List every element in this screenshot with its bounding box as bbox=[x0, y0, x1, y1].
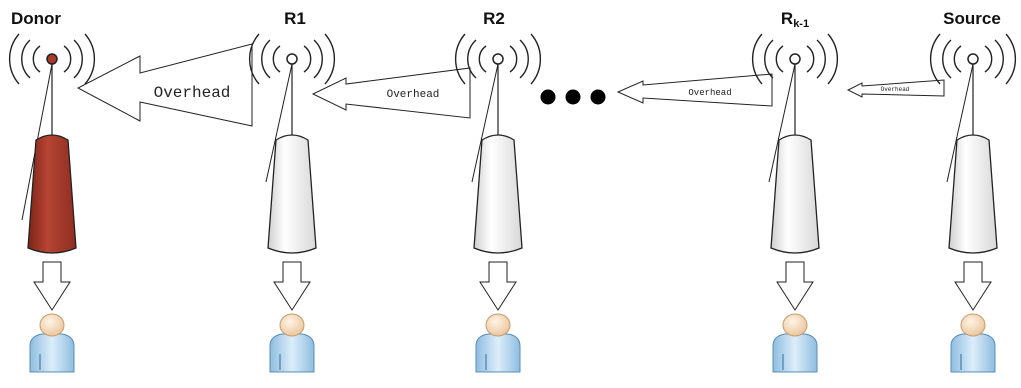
node-donor bbox=[8, 33, 96, 373]
overhead-arrow-3: Overhead bbox=[616, 73, 773, 107]
tower-body bbox=[770, 134, 820, 254]
antenna-waves-icon bbox=[751, 33, 839, 85]
node-label-r2: R2 bbox=[483, 9, 505, 28]
antenna-mast bbox=[265, 63, 293, 183]
antenna-tip-icon bbox=[286, 53, 298, 65]
antenna-tip-icon bbox=[46, 53, 58, 65]
overhead-arrow-1: Overhead bbox=[76, 43, 253, 127]
node-label-source: Source bbox=[943, 9, 1001, 28]
user-icon bbox=[29, 313, 75, 373]
user-icon bbox=[269, 313, 315, 373]
antenna-mast bbox=[471, 63, 499, 183]
overhead-label-4: Overhead bbox=[881, 86, 910, 93]
downlink-arrow-icon bbox=[479, 261, 517, 311]
node-label-r1: R1 bbox=[284, 9, 306, 28]
overhead-label-2: Overhead bbox=[387, 89, 440, 101]
downlink-arrow-icon bbox=[33, 261, 71, 311]
antenna-tip-icon bbox=[492, 53, 504, 65]
overhead-arrow-2: Overhead bbox=[311, 67, 471, 119]
node-source bbox=[929, 33, 1017, 373]
antenna-waves-icon bbox=[929, 33, 1017, 85]
downlink-arrow-icon bbox=[776, 261, 814, 311]
ellipsis-dots-icon bbox=[540, 89, 606, 105]
overhead-label-1: Overhead bbox=[154, 84, 231, 102]
user-icon bbox=[950, 313, 996, 373]
antenna-tip-icon bbox=[789, 53, 801, 65]
node-label-rk1: Rk-1 bbox=[781, 9, 809, 30]
node-rk-1 bbox=[751, 33, 839, 373]
downlink-arrow-icon bbox=[954, 261, 992, 311]
antenna-waves-icon bbox=[8, 33, 96, 85]
node-r2 bbox=[454, 33, 542, 373]
tower-body bbox=[473, 134, 523, 254]
node-label-rk1-main: R bbox=[781, 9, 793, 28]
user-icon bbox=[772, 313, 818, 373]
antenna-waves-icon bbox=[248, 33, 336, 85]
downlink-arrow-icon bbox=[273, 261, 311, 311]
antenna-mast bbox=[946, 63, 974, 183]
node-label-rk1-sub: k-1 bbox=[793, 18, 809, 30]
user-icon bbox=[475, 313, 521, 373]
node-r1 bbox=[248, 33, 336, 373]
overhead-label-3: Overhead bbox=[688, 88, 731, 98]
tower-body bbox=[948, 134, 998, 254]
antenna-waves-icon bbox=[454, 33, 542, 85]
antenna-mast bbox=[768, 63, 796, 183]
overhead-arrow-4: Overhead bbox=[846, 79, 945, 98]
tower-body bbox=[27, 134, 77, 254]
node-label-donor: Donor bbox=[11, 9, 61, 28]
tower-body bbox=[267, 134, 317, 254]
antenna-tip-icon bbox=[967, 53, 979, 65]
